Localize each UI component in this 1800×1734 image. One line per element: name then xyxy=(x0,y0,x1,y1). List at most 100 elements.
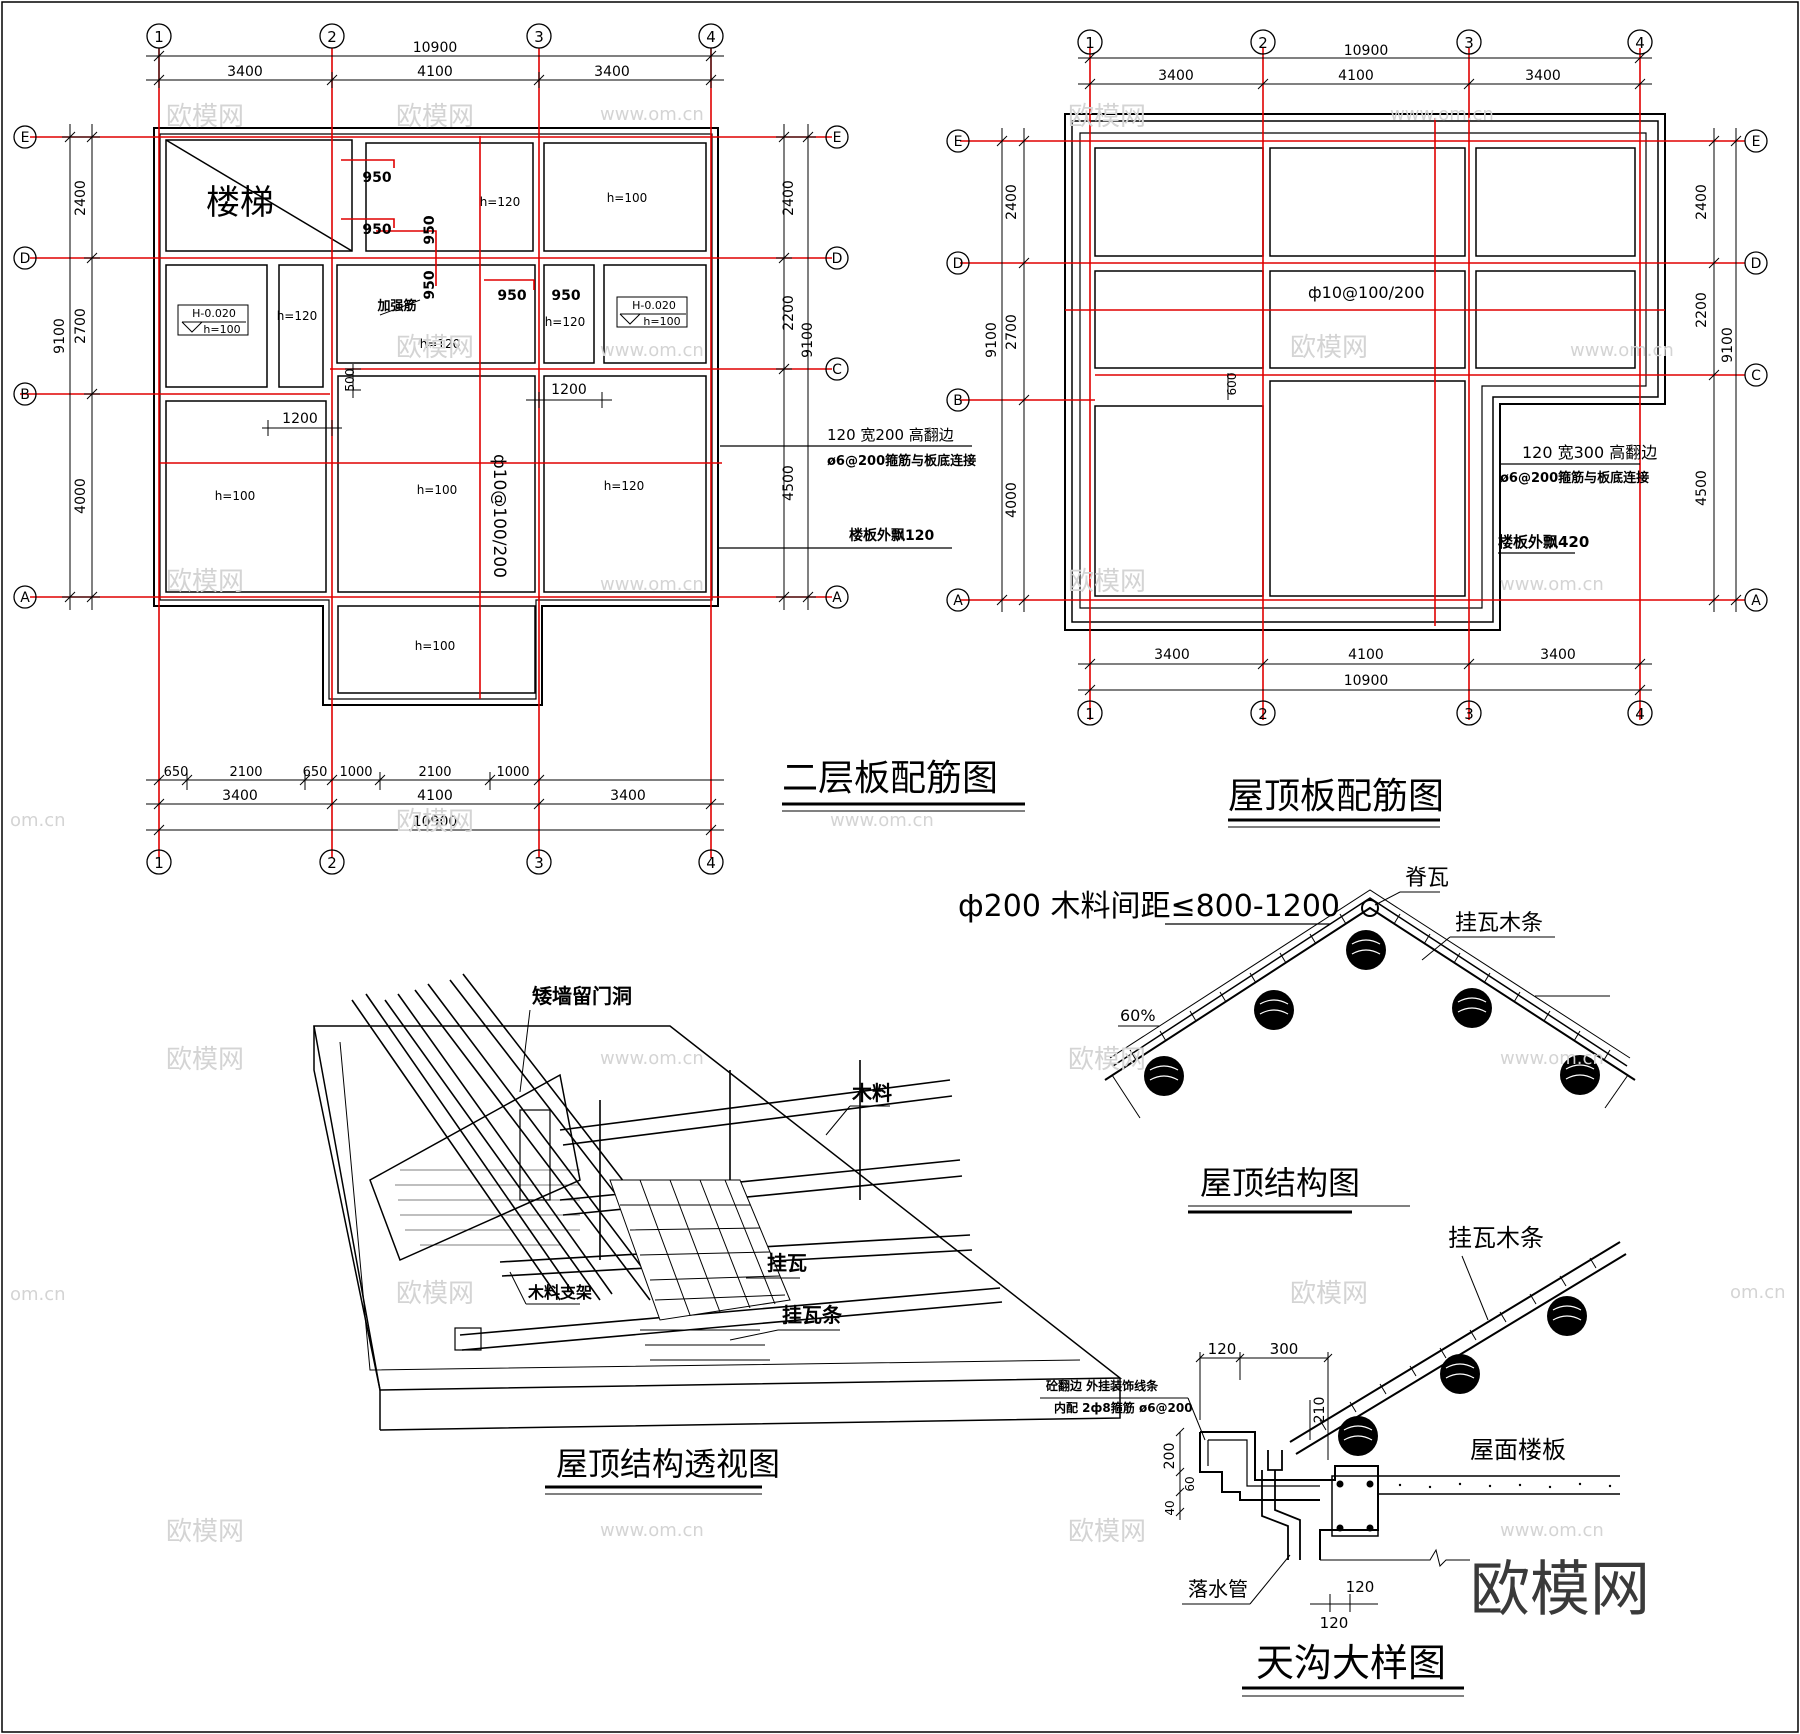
slab-h-4: h=120 xyxy=(420,337,461,351)
roof-slope-tiles xyxy=(1109,889,1631,1059)
svg-text:www.om.cn: www.om.cn xyxy=(600,1048,704,1069)
dim-right-1: 2400 xyxy=(781,180,797,216)
stair-diagonal xyxy=(165,139,353,252)
svg-text:欧模网: 欧模网 xyxy=(1068,1045,1146,1075)
svg-text:www.om.cn: www.om.cn xyxy=(1570,340,1674,361)
roof-dim-right-3: 4500 xyxy=(1694,470,1710,506)
dim-span-1: 3400 xyxy=(227,64,263,80)
svg-text:C: C xyxy=(832,362,842,378)
dim-span-2: 4100 xyxy=(417,64,453,80)
svg-text:D: D xyxy=(832,251,843,267)
dim-bottom-span-1: 3400 xyxy=(222,788,258,804)
dim-950-a: 950 xyxy=(362,170,391,186)
edge-beam xyxy=(1331,1475,1379,1537)
svg-text:2: 2 xyxy=(327,854,337,872)
slab-h-6: h=100 xyxy=(215,489,256,503)
dim-bottom-span-2: 4100 xyxy=(417,788,453,804)
roof-slope-inner xyxy=(1112,897,1628,1067)
dim-950-c: 950 xyxy=(422,215,438,244)
roof-axis-bubbles: 1 2 3 4 1 2 3 4 E D B A E D C A xyxy=(946,29,1768,726)
svg-text:A: A xyxy=(20,590,30,606)
svg-text:www.om.cn: www.om.cn xyxy=(1390,104,1494,125)
roof-outline-mid xyxy=(1071,120,1659,623)
svg-text:2: 2 xyxy=(1258,705,1268,723)
roof-dim-left-1: 2400 xyxy=(1004,184,1020,220)
roof-slab-label: 屋面楼板 xyxy=(1470,1436,1566,1464)
svg-text:www.om.cn: www.om.cn xyxy=(1500,574,1604,595)
gutter-break-line xyxy=(1320,1548,1470,1567)
roof-outline-outer xyxy=(1064,113,1666,631)
dim-sub-1: 650 xyxy=(164,765,189,780)
svg-text:欧模网: 欧模网 xyxy=(1290,1279,1368,1309)
batten-perspective-label: 挂瓦条 xyxy=(782,1303,843,1327)
brand-logo-text: 欧模网 xyxy=(1470,1555,1650,1625)
purlin-grain xyxy=(1149,939,1595,1081)
roof-structure-title: 屋顶结构图 xyxy=(1200,1164,1360,1202)
brick-hatch xyxy=(395,1169,580,1246)
stair-label: 楼梯 xyxy=(206,183,274,223)
svg-text:3: 3 xyxy=(534,28,544,46)
dim-left-1: 2400 xyxy=(73,180,89,216)
dim-1200-b: 1200 xyxy=(551,382,587,398)
svg-text:4: 4 xyxy=(1635,705,1645,723)
svg-text:欧模网: 欧模网 xyxy=(166,102,244,132)
svg-text:4: 4 xyxy=(706,28,716,46)
svg-text:3: 3 xyxy=(534,854,544,872)
note-stirrup: ø6@200箍筋与板底连接 xyxy=(827,453,976,469)
slope-label: 60% xyxy=(1120,1006,1156,1025)
elevation-marker-left: H-0.020 h=100 xyxy=(177,304,249,336)
axis-bubbles-top: 1 2 3 4 xyxy=(146,23,724,49)
top-dimension-lines xyxy=(146,48,724,88)
dim-gutter-40: 40 xyxy=(1163,1500,1177,1515)
svg-text:2: 2 xyxy=(327,28,337,46)
dim-950-f: 950 xyxy=(551,288,580,304)
dim-1200-a: 1200 xyxy=(282,411,318,427)
second-floor-slab-plan: 1 2 3 4 1 2 3 4 E D B A E D C A xyxy=(13,23,1025,875)
roof-structure-section: ф200 木料间距≤800-1200 脊瓦 挂瓦木条 xyxy=(958,866,1636,1214)
axis-bubbles-right: E D C A xyxy=(825,125,849,609)
slab-edge-front xyxy=(379,1378,1121,1431)
tile-label: 挂瓦 xyxy=(767,1251,807,1275)
watermarks: 欧模网 欧模网 www.om.cn 欧模网 www.om.cn 欧模网 www.… xyxy=(10,102,1786,1625)
slab-inner-line xyxy=(339,1041,1081,1371)
dim-total-top: 10900 xyxy=(413,40,458,56)
dim-left-3: 4000 xyxy=(73,478,89,514)
svg-text:4: 4 xyxy=(1635,34,1645,52)
svg-text:4: 4 xyxy=(706,854,716,872)
left-dimension-lines xyxy=(62,124,100,610)
dim-bottom-total: 10900 xyxy=(413,814,458,830)
roof-main-bar-label: ф10@100/200 xyxy=(1308,283,1425,302)
svg-text:欧模网: 欧模网 xyxy=(1068,102,1146,132)
dim-sub-4: 1000 xyxy=(339,765,372,780)
axis-bubbles-left: E D B A xyxy=(13,125,37,609)
gutter-dimension-lines xyxy=(1175,1352,1378,1612)
svg-text:D: D xyxy=(953,256,964,272)
svg-text:www.om.cn: www.om.cn xyxy=(1500,1520,1604,1541)
downpipe xyxy=(1267,1450,1301,1560)
slab-outline-inner xyxy=(159,133,713,700)
roof-dim-600: 600 xyxy=(1225,373,1239,396)
svg-text:欧模网: 欧模网 xyxy=(396,1279,474,1309)
svg-text:www.om.cn: www.om.cn xyxy=(600,1520,704,1541)
roof-dim-left-2: 2700 xyxy=(1004,314,1020,350)
svg-text:A: A xyxy=(832,590,842,606)
roof-dim-bottom-2: 4100 xyxy=(1348,647,1384,663)
batten-label: 挂瓦木条 xyxy=(1455,911,1543,936)
roof-dimension-lines xyxy=(996,52,1742,696)
svg-text:1: 1 xyxy=(1085,34,1095,52)
reinforcement-label: 加强筋 xyxy=(376,298,416,314)
axis-bubbles-bottom: 1 2 3 4 xyxy=(146,849,724,875)
slab-h-3: h=120 xyxy=(277,309,318,323)
svg-text:www.om.cn: www.om.cn xyxy=(600,340,704,361)
svg-text:欧模网: 欧模网 xyxy=(1290,333,1368,363)
slab-h-2: h=100 xyxy=(607,191,648,205)
svg-text:欧模网: 欧模网 xyxy=(166,1517,244,1547)
gutter-purlin-grain xyxy=(1343,1305,1582,1441)
support-block xyxy=(454,1327,482,1351)
roof-dim-span-3: 3400 xyxy=(1525,68,1561,84)
low-wall xyxy=(369,1073,581,1262)
svg-text:欧模网: 欧模网 xyxy=(396,807,474,837)
gutter-tile-ticks xyxy=(1319,1257,1597,1431)
main-bar-label: ф10@100/200 xyxy=(489,454,509,578)
svg-text:www.om.cn: www.om.cn xyxy=(600,574,704,595)
